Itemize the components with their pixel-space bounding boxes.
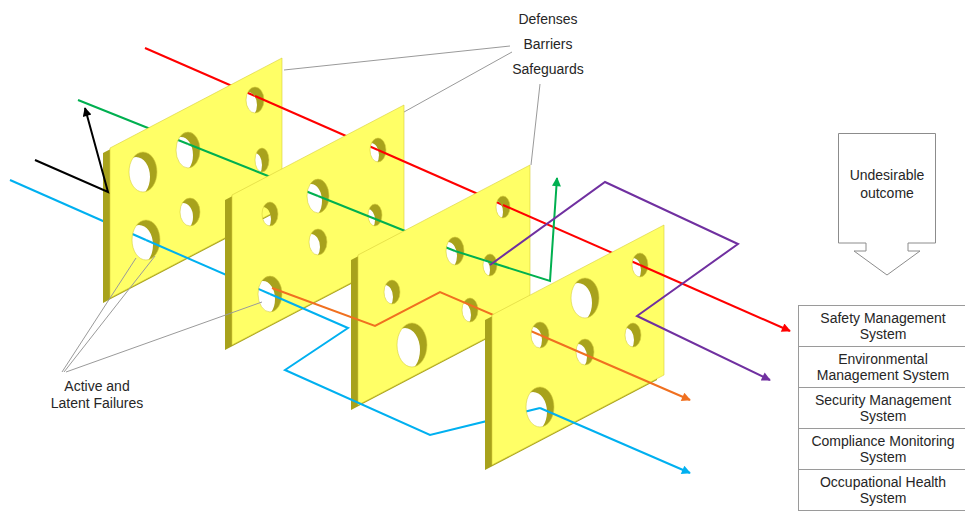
system-table-cell: Security Management System	[803, 392, 963, 424]
hazard-trajectory	[540, 408, 690, 473]
leader-line	[66, 302, 262, 372]
outcome-text: Undesirable outcome	[844, 166, 930, 202]
system-table-cell: Compliance Monitoring System	[803, 433, 963, 465]
leader-lines	[62, 256, 262, 372]
hazard-trajectory	[455, 178, 557, 281]
system-table-cell: Environmental Management System	[803, 351, 963, 383]
callout-shape	[839, 134, 936, 276]
table-cell-box: Occupational Health System	[798, 469, 965, 511]
leader-line	[531, 84, 540, 165]
leader-line	[284, 46, 510, 70]
hazard-trajectory	[540, 335, 690, 400]
defense-term: Safeguards	[500, 61, 596, 78]
failure-caption: Active and Latent Failures	[47, 378, 147, 412]
hazard-trajectory	[35, 108, 108, 192]
callout-outline	[838, 133, 936, 276]
defense-term: Defenses	[500, 11, 596, 28]
table-cell-box: Environmental Management System	[798, 346, 965, 387]
leader-line	[64, 256, 155, 372]
cheese-slice	[485, 225, 664, 470]
hazard-trajectory	[490, 182, 770, 380]
table-cell-box: Compliance Monitoring System	[798, 428, 965, 469]
table-cell-box: Safety Management System	[798, 305, 965, 346]
table-cell-box: Security Management System	[798, 387, 965, 428]
trajectories-after-slice-4	[35, 108, 790, 473]
outcome-callout: Undesirable outcome	[838, 133, 936, 276]
system-table-cell: Occupational Health System	[803, 474, 963, 506]
system-table-cell: Safety Management System	[803, 310, 963, 342]
defense-term: Barriers	[500, 36, 596, 53]
leader-line	[62, 258, 136, 372]
leader-lines	[284, 46, 540, 165]
leader-line	[404, 52, 512, 112]
slice-face	[492, 225, 664, 465]
